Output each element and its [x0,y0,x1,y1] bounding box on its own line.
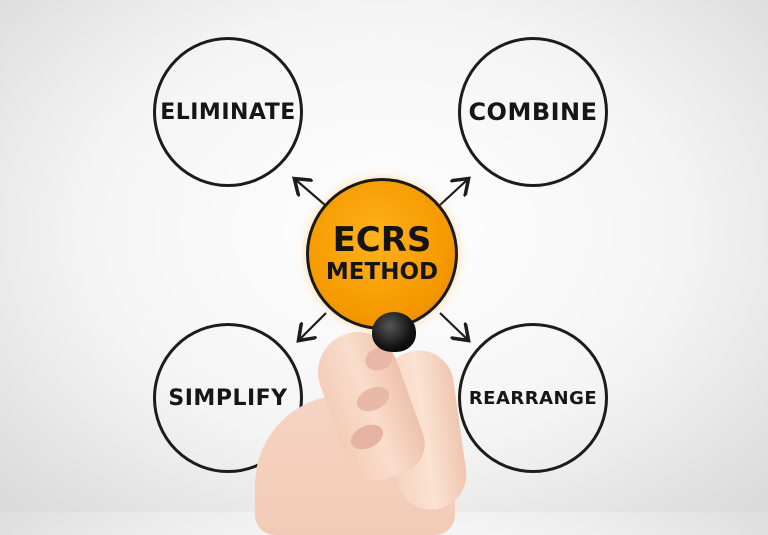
node-label-rearrange: REARRANGE [468,387,598,409]
node-eliminate: ELIMINATE [153,37,303,187]
marker-pen-icon [372,312,416,352]
node-label-simplify: SIMPLIFY [168,385,288,411]
arrow-to-rearrange [439,312,467,339]
center-subtitle: METHOD [325,259,439,285]
arrow-to-eliminate [296,180,326,206]
arrow-to-combine [439,180,467,206]
node-simplify: SIMPLIFY [153,323,303,473]
node-combine: COMBINE [458,37,608,187]
center-node: ECRS METHOD [306,178,458,330]
arrow-layer [0,0,768,512]
node-label-combine: COMBINE [468,98,598,126]
center-title: ECRS [332,220,432,260]
arrow-to-simplify [300,312,327,339]
node-rearrange: REARRANGE [458,323,608,473]
node-label-eliminate: ELIMINATE [160,99,296,125]
